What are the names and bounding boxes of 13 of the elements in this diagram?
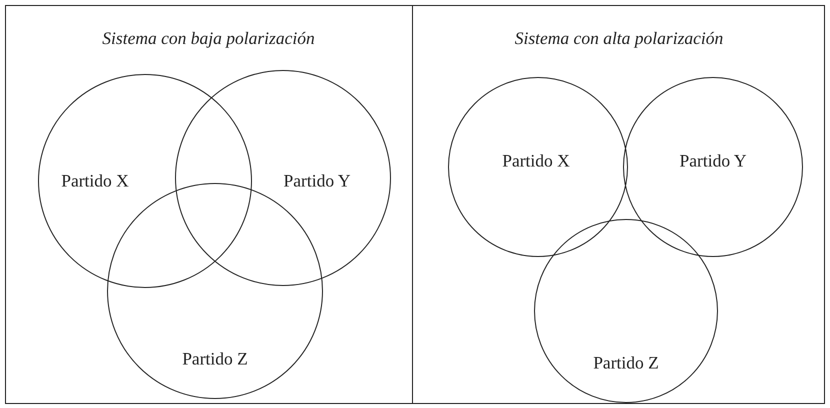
venn-circle — [175, 70, 391, 286]
circle-label: Partido Y — [284, 170, 350, 192]
venn-circle — [38, 74, 252, 288]
circle-label: Partido Z — [182, 348, 248, 370]
venn-circle — [534, 219, 718, 403]
circle-label: Partido X — [502, 150, 570, 172]
circle-label: Partido Y — [680, 150, 746, 172]
venn-circle — [623, 77, 803, 257]
circle-label: Partido X — [61, 170, 129, 192]
circle-label: Partido Z — [593, 352, 659, 374]
panel-title: Sistema con baja polarización — [101, 28, 316, 49]
venn-circle — [448, 77, 628, 257]
panel-title: Sistema con alta polarización — [514, 28, 724, 49]
